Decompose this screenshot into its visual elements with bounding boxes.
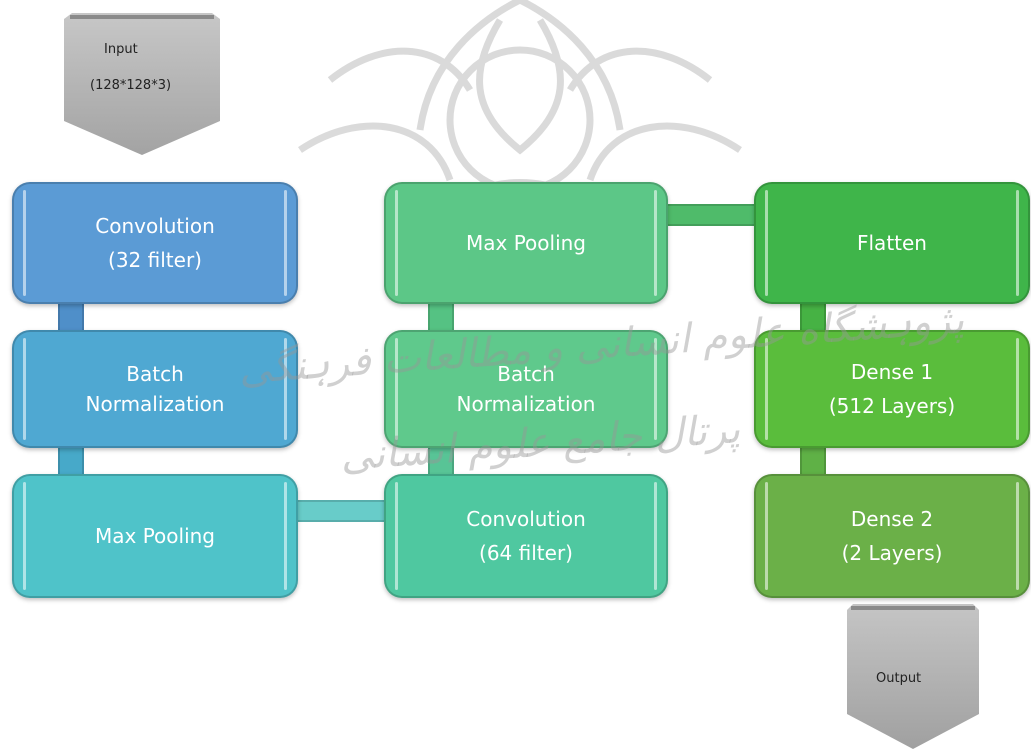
output-label: Output [876,671,922,686]
conv1-block: Convolution (32 filter) [12,182,298,304]
dense2-block: Dense 2 (2 Layers) [754,474,1030,598]
connector-bn1-mp1 [58,446,84,476]
maxpool2-block: Max Pooling [384,182,668,304]
conv1-detail: (32 filter) [108,248,202,272]
conv1-title: Convolution [95,214,215,238]
maxpool1-block: Max Pooling [12,474,298,598]
conv2-title: Convolution [466,507,586,531]
dense1-detail: (512 Layers) [828,394,956,418]
conv2-detail: (64 filter) [479,541,573,565]
input-arrow [64,13,220,155]
dense2-detail: (2 Layers) [841,541,943,565]
connector-bn2-mp2 [428,302,454,332]
batchnorm2-block: Batch Normalization [384,330,668,448]
connector-mp2-flatten [666,204,758,226]
connector-mp1-conv2 [296,500,388,522]
flatten-title: Flatten [857,231,927,255]
dense1-block: Dense 1 (512 Layers) [754,330,1030,448]
maxpool2-title: Max Pooling [465,231,586,255]
flatten-block: Flatten [754,182,1030,304]
batchnorm2-line1: Batch [497,362,555,386]
input-shape: (128*128*3) [90,78,172,93]
batchnorm1-line2: Normalization [85,392,225,416]
batchnorm1-line1: Batch [126,362,184,386]
conv2-block: Convolution (64 filter) [384,474,668,598]
dense1-title: Dense 1 [850,360,934,384]
dense2-title: Dense 2 [850,507,934,531]
connector-dense1-dense2 [800,446,826,476]
batchnorm1-block: Batch Normalization [12,330,298,448]
output-arrow [847,604,979,749]
batchnorm2-line2: Normalization [456,392,596,416]
connector-conv1-bn1 [58,302,84,332]
input-label: Input [104,42,138,57]
maxpool1-title: Max Pooling [94,524,215,548]
